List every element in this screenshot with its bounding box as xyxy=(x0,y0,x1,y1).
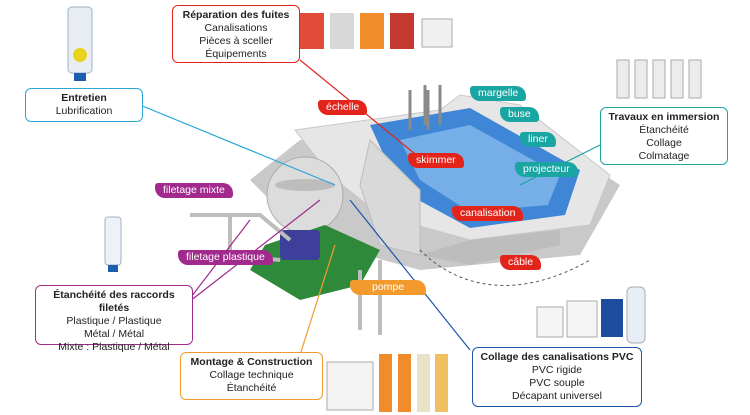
callout-line: Mixte : Plastique / Métal xyxy=(58,341,170,353)
callout-line: Décapant universel xyxy=(512,390,602,402)
ladder xyxy=(408,85,442,130)
label-canalisation: canalisation xyxy=(452,206,524,221)
callout-title: Entretien xyxy=(61,92,107,104)
callout-line: Métal / Métal xyxy=(83,328,145,340)
construction-products-image xyxy=(326,354,448,412)
filter-sphere xyxy=(266,156,344,234)
pool-wall-bottom xyxy=(420,230,560,265)
callout-line: Plastique / Plastique xyxy=(66,315,162,327)
callout-title: Travaux en immersion xyxy=(608,111,720,123)
callout-montage: Montage & Construction Collage technique… xyxy=(180,352,323,400)
water-highlight xyxy=(400,125,560,212)
callout-title: Étanchéité des raccords filetés xyxy=(53,289,175,314)
callout-line: Pièces à sceller xyxy=(199,35,273,47)
callout-entretien: Entretien Lubrification xyxy=(25,88,143,122)
callout-line: Équipements xyxy=(205,48,267,60)
callout-title: Réparation des fuites xyxy=(182,9,290,21)
callout-reparation: Réparation des fuites Canalisations Pièc… xyxy=(172,5,300,63)
connector-entretien xyxy=(139,104,336,186)
callout-line: Collage xyxy=(646,137,682,149)
label-skimmer: skimmer xyxy=(408,153,464,168)
label-buse: buse xyxy=(500,107,539,122)
label-projecteur: projecteur xyxy=(515,162,578,177)
callout-line: Étanchéité xyxy=(226,382,277,394)
label-filetage-mixte: filetage mixte xyxy=(155,183,233,198)
connector-collage xyxy=(349,199,471,351)
callout-raccords: Étanchéité des raccords filetés Plastiqu… xyxy=(35,285,193,353)
label-liner: liner xyxy=(520,132,556,147)
sealant-cartridges-image xyxy=(616,59,702,99)
callout-title: Collage des canalisations PVC xyxy=(480,351,634,363)
label-echelle: échelle xyxy=(318,100,368,115)
callout-title: Montage & Construction xyxy=(190,356,313,368)
small-tube-image xyxy=(104,216,122,272)
callout-collage: Collage des canalisations PVC PVC rigide… xyxy=(472,347,642,407)
callout-line: Étanchéité xyxy=(639,124,689,136)
filter-band xyxy=(275,179,335,191)
callout-travaux: Travaux en immersion Étanchéité Collage … xyxy=(600,107,728,165)
callout-line: PVC souple xyxy=(529,377,585,389)
label-cable: câble xyxy=(500,255,542,270)
callout-line: Colmatage xyxy=(638,150,690,162)
cable-line xyxy=(419,249,591,286)
label-pompe: pompe xyxy=(350,280,427,295)
callout-line: Lubrification xyxy=(55,105,113,117)
callout-line: PVC rigide xyxy=(531,364,583,376)
callout-line: Collage technique xyxy=(209,369,294,381)
label-filetage-plastique: filetage plastique xyxy=(178,250,273,265)
repair-kits-image xyxy=(300,13,453,49)
pvc-glue-products-image xyxy=(536,286,646,344)
lubricant-tube-image xyxy=(67,6,93,81)
callout-line: Canalisations xyxy=(204,22,268,34)
connector-montage xyxy=(299,244,336,356)
label-margelle: margelle xyxy=(470,86,527,101)
pool-wall xyxy=(359,139,421,256)
